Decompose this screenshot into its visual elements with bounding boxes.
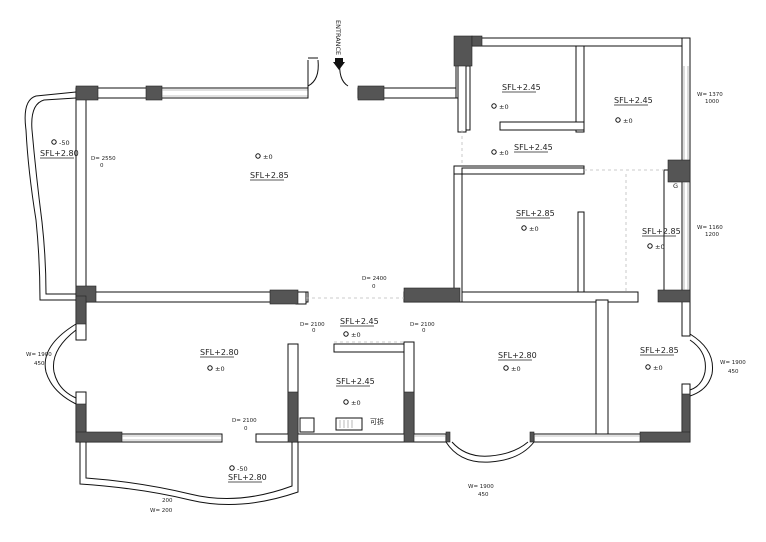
window-tag: 1000: [705, 99, 719, 105]
level-label: SFL+2.45: [502, 83, 541, 92]
entrance-label: ENTRANCE: [334, 20, 342, 55]
columns: [75, 35, 691, 443]
level-label: SFL+2.80: [228, 473, 267, 482]
height-mark: ±0: [655, 243, 665, 251]
level-label: SFL+2.85: [516, 209, 555, 218]
door-tag: 0: [100, 163, 104, 169]
dashed-guides: [306, 130, 664, 343]
height-mark: ±0: [511, 365, 521, 373]
height-mark: -50: [237, 465, 248, 473]
interior-walls: [75, 45, 683, 435]
window-tag: W= 1900: [26, 352, 52, 358]
door-tag: 0: [372, 284, 376, 290]
level-label: SFL+2.85: [640, 346, 679, 355]
height-mark: ±0: [351, 331, 361, 339]
window-tag: 1200: [705, 232, 719, 238]
window-tag: W= 1370: [697, 92, 723, 98]
level-label: SFL+2.45: [336, 377, 375, 386]
height-mark: ±0: [263, 153, 273, 161]
height-mark: ±0: [623, 117, 633, 125]
window-tag: 450: [728, 369, 739, 375]
level-label: SFL+2.45: [514, 143, 553, 152]
level-label: SFL+2.80: [200, 348, 239, 357]
windows: [122, 66, 689, 441]
level-label: SFL+2.85: [642, 227, 681, 236]
opening-tags: W= 1370 1000 D= 2550 0 W= 1160 1200 D= 2…: [26, 92, 746, 514]
door-tag: 0: [244, 426, 248, 432]
column-label: G: [673, 182, 678, 190]
door-tag: 0: [312, 328, 316, 334]
level-label: SFL+2.85: [250, 171, 289, 180]
window-tag: W= 200: [150, 508, 173, 514]
door-tag: D= 2100: [410, 322, 435, 328]
balcony-left: [24, 91, 77, 301]
balcony-bottom: [79, 442, 299, 505]
door-tag: D= 2100: [232, 418, 257, 424]
height-mark: ±0: [499, 149, 509, 157]
height-mark: -50: [59, 139, 70, 147]
height-mark: ±0: [653, 364, 663, 372]
window-tag: W= 1900: [468, 484, 494, 490]
window-tag: W= 1900: [720, 360, 746, 366]
height-mark: ±0: [529, 225, 539, 233]
door-tag: D= 2550: [91, 156, 116, 162]
height-mark: ±0: [215, 365, 225, 373]
bay-right: [689, 333, 714, 397]
removable-label: 可拆: [370, 417, 384, 426]
level-label: SFL+2.80: [498, 351, 537, 360]
bay-left: [44, 323, 77, 405]
door-tag: D= 2100: [300, 322, 325, 328]
level-label: SFL+2.45: [340, 317, 379, 326]
height-marks: -50 ±0 ±0 ±0 ±0 ±0 ±0 ±0 ±0 ±0 ±0 ±0 -50: [51, 103, 665, 473]
window-tag: 450: [478, 492, 489, 498]
door-tag: D= 2400: [362, 276, 387, 282]
level-label: SFL+2.80: [40, 149, 79, 158]
window-tag: 200: [162, 498, 173, 504]
window-tag: 450: [34, 361, 45, 367]
bay-bottom: [445, 441, 535, 463]
door-swings: [299, 57, 363, 433]
window-tag: W= 1160: [697, 225, 723, 231]
height-mark: ±0: [499, 103, 509, 111]
height-mark: ±0: [351, 399, 361, 407]
level-labels: SFL+2.80 SFL+2.45 SFL+2.45 SFL+2.45 SFL+…: [40, 83, 681, 483]
door-tag: 0: [422, 328, 426, 334]
entrance-marker: ENTRANCE: [333, 20, 345, 70]
level-label: SFL+2.45: [614, 96, 653, 105]
